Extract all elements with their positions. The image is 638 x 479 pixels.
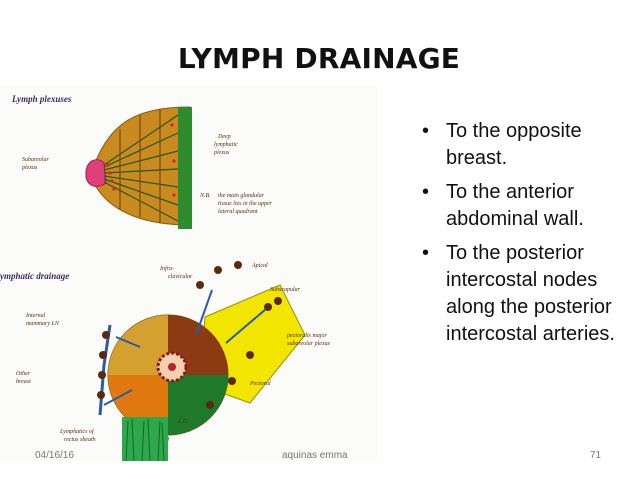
breast-front-view	[97, 261, 306, 461]
label-plexus: plexus	[21, 165, 38, 171]
label-mammary: mammary LN	[26, 321, 60, 327]
label-infra: Infra-	[159, 265, 174, 272]
bullet-text: To the opposite breast.	[446, 120, 582, 169]
bullet-item: • To the opposite breast.	[422, 118, 632, 172]
label-pectoralis-1: pectoralis major	[286, 333, 327, 339]
breast-side-view	[85, 106, 192, 229]
slide-title: LYMPH DRAINAGE	[177, 42, 461, 75]
label-nb-text-2: tissue lies in the upper	[218, 201, 273, 207]
label-pectoral: Pectoral	[249, 381, 271, 387]
label-apical: Apical	[251, 263, 268, 269]
footer-author: aquinas emma	[282, 450, 348, 461]
label-plexus-2: plexus	[213, 150, 230, 156]
bullet-item: • To the posterior intercostal nodes alo…	[422, 240, 632, 348]
bullet-dot: •	[422, 181, 430, 203]
footer-date: 04/16/16	[35, 450, 74, 461]
label-internal: Internal	[25, 313, 46, 319]
label-lg: L.G.	[177, 419, 189, 425]
caption-lymph-plexuses: Lymph plexuses	[11, 94, 72, 104]
label-lymphatics-2: rectus sheath	[64, 437, 96, 443]
rectus-sheath-grass	[122, 417, 168, 461]
bullet-list: • To the opposite breast. • To the anter…	[422, 118, 632, 355]
label-breast: breast	[16, 379, 31, 385]
caption-lymphatic-drainage: ymphatic drainage	[0, 271, 69, 281]
bullet-dot: •	[422, 120, 430, 142]
label-lymphatics-1: Lymphatics of	[59, 428, 95, 435]
label-subareolar: Subareolar	[22, 157, 49, 163]
label-other: Other	[16, 371, 31, 377]
lymph-drainage-illustration: Lymph plexuses	[0, 85, 378, 461]
label-nb-text-3: lateral quadrant	[218, 209, 258, 215]
label-pectoralis-2: subareolar plexus	[287, 341, 331, 347]
label-subscapular: Subscapular	[270, 287, 301, 293]
bullet-text: To the posterior intercostal nodes along…	[446, 242, 615, 345]
label-nb-text-1: the main glandular	[218, 193, 265, 199]
label-lymphatic: lymphatic	[214, 142, 238, 148]
bullet-item: • To the anterior abdominal wall.	[422, 179, 632, 233]
bullet-dot: •	[422, 242, 430, 264]
label-clavicular: clavicular	[168, 274, 193, 280]
bullet-text: To the anterior abdominal wall.	[446, 181, 584, 230]
label-nb: N.B.	[199, 193, 211, 199]
footer-page-number: 71	[590, 450, 602, 461]
label-deep: Deep	[217, 134, 231, 140]
